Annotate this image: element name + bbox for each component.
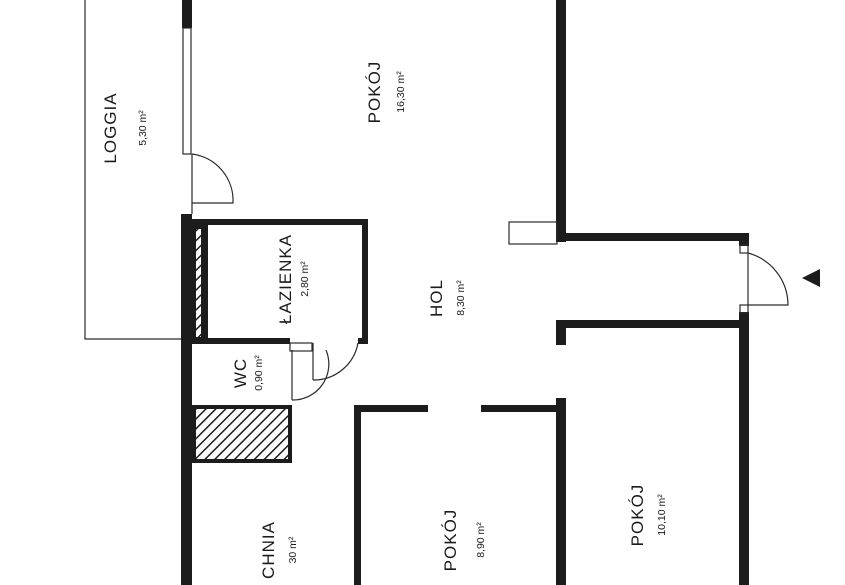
room-name-lazienka: ŁAZIENKA	[276, 234, 295, 324]
wall-hol-top-right	[556, 233, 749, 241]
wall-bathroom-left	[203, 219, 208, 343]
wall-pokoj3-top	[556, 320, 749, 328]
loggia-door-swing	[191, 153, 234, 204]
wall-right-top-stub	[739, 233, 749, 246]
wall-left-top	[182, 0, 192, 28]
room-name-pokoj-1: POKÓJ	[365, 61, 384, 124]
wall-bathroom-bottom-right	[358, 338, 368, 344]
wall-right-exterior	[739, 312, 749, 585]
room-name-wc: WC	[231, 358, 250, 388]
room-name-pokoj-3: POKÓJ	[628, 484, 647, 547]
hol-niche	[508, 221, 558, 245]
wc-door-jamb	[289, 342, 313, 352]
room-area-pokoj-2: 8,90 m²	[475, 522, 487, 558]
room-area-wc: 0,90 m²	[253, 355, 265, 391]
wc-door-swing	[291, 349, 330, 401]
room-name-pokoj-2: POKÓJ	[441, 509, 460, 572]
room-area-lazienka: 2,80 m²	[299, 261, 311, 297]
window-left	[182, 27, 192, 155]
room-name-loggia: LOGGIA	[101, 92, 120, 163]
wall-pokoj2-right	[556, 398, 566, 585]
entrance-door-swing	[747, 252, 789, 306]
entrance-jamb-bottom	[739, 304, 749, 314]
bathroom-shaft	[192, 225, 205, 341]
wall-bathroom-right	[362, 219, 368, 343]
room-area-kuchnia: 30 m²	[287, 536, 299, 563]
wall-pokoj1-right	[556, 0, 566, 242]
room-area-hol: 8,30 m²	[455, 280, 467, 316]
loggia-outline	[84, 0, 182, 340]
wall-pokoj2-top-right	[481, 405, 558, 412]
bathroom-door-swing	[312, 342, 359, 381]
wall-pokoj2-left	[354, 405, 361, 585]
room-area-loggia: 5,30 m²	[137, 110, 149, 146]
wall-bathroom-bottom	[192, 338, 290, 344]
room-area-pokoj-1: 16,30 m²	[395, 71, 407, 113]
entrance-jamb-top	[739, 244, 749, 254]
wall-pokoj2-top-left	[354, 405, 428, 412]
kitchen-shaft	[192, 405, 292, 463]
room-name-hol: HOL	[427, 279, 446, 317]
triangle-entrance-icon	[802, 269, 820, 287]
wall-pokoj3-left-stub	[556, 320, 566, 345]
wall-top-hol-left	[192, 219, 368, 225]
room-name-kuchnia: CHNIA	[259, 521, 278, 579]
wall-left-main	[181, 214, 192, 585]
room-area-pokoj-3: 10,10 m²	[656, 494, 668, 536]
